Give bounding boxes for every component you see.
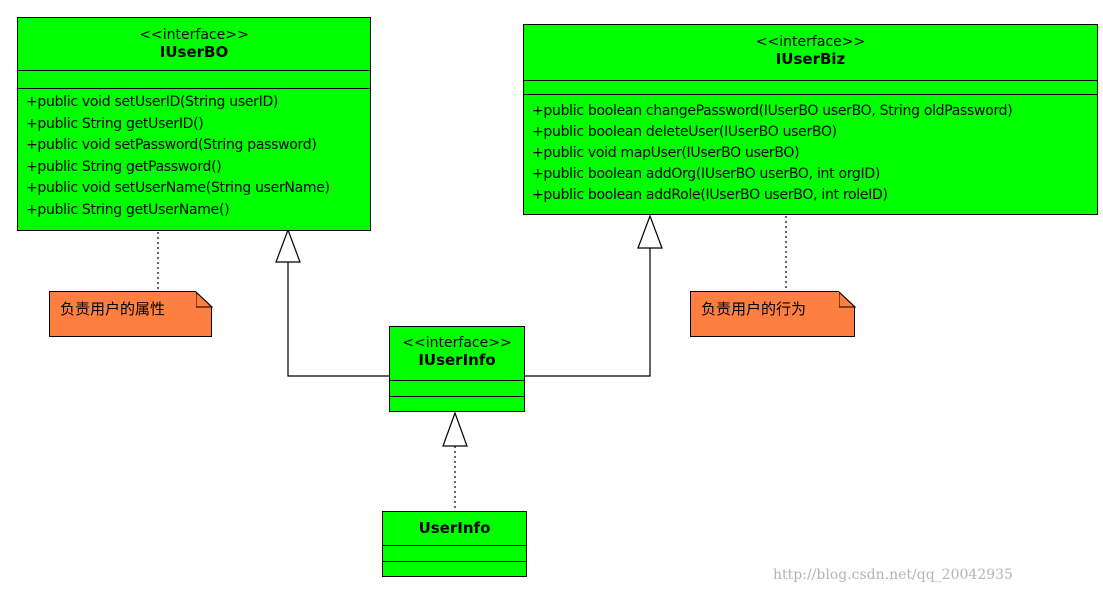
operation: +public boolean addRole(IUserBO userBO, …	[532, 187, 888, 203]
operation: +public void mapUser(IUserBO userBO)	[532, 145, 800, 161]
note-fold-corner	[196, 291, 213, 308]
operation: +public void setPassword(String password…	[26, 137, 317, 153]
class-iuserbiz[interactable]: <<interface>> IUserBiz +public boolean c…	[523, 24, 1098, 215]
operations-list: +public void setUserID(String userID) +p…	[18, 89, 370, 221]
note-attributes[interactable]: 负责用户的属性	[49, 291, 213, 337]
operation: +public boolean addOrg(IUserBO userBO, i…	[532, 166, 880, 182]
operation: +public String getUserID()	[26, 115, 204, 132]
generalization-line-iuserbiz	[525, 248, 651, 377]
watermark: http://blog.csdn.net/qq_20042935	[773, 567, 1013, 583]
class-name: IUserBiz	[775, 50, 846, 68]
operation: +public void setUserName(String userName…	[26, 180, 330, 196]
operation: +public boolean changePassword(IUserBO u…	[532, 103, 1013, 119]
note-fold-icon	[839, 291, 856, 308]
stereotype-label: <<interface>>	[755, 34, 866, 50]
stereotype-label: <<interface>>	[402, 335, 512, 351]
generalization-arrowhead-iuserbiz	[637, 214, 663, 249]
class-name: UserInfo	[418, 519, 491, 537]
class-name: IUserInfo	[418, 351, 496, 369]
operation: +public boolean deleteUser(IUserBO userB…	[532, 124, 837, 140]
note-text: 负责用户的行为	[701, 300, 807, 318]
operations-divider	[18, 88, 370, 89]
attributes-divider	[390, 380, 524, 396]
realization-arrowhead-iuserinfo	[442, 411, 468, 447]
generalization-arrowhead-iuserbo	[275, 228, 301, 263]
attributes-divider	[383, 545, 526, 561]
stereotype-label: <<interface>>	[139, 27, 249, 43]
generalization-line-iuserbo	[287, 262, 389, 377]
operations-divider	[383, 561, 526, 562]
operation: +public String getPassword()	[26, 158, 222, 175]
operations-divider	[390, 396, 524, 397]
class-iuserinfo[interactable]: <<interface>> IUserInfo	[389, 326, 525, 412]
note-behavior[interactable]: 负责用户的行为	[690, 291, 856, 337]
class-userinfo[interactable]: UserInfo	[382, 511, 527, 577]
class-iuserbo[interactable]: <<interface>> IUserBO +public void setUs…	[17, 17, 371, 231]
note-text: 负责用户的属性	[60, 300, 166, 318]
note-fold-corner	[839, 291, 856, 308]
operation: +public void setUserID(String userID)	[26, 94, 279, 110]
attributes-divider	[18, 70, 370, 88]
operations-divider	[524, 94, 1097, 95]
class-name: IUserBO	[159, 43, 229, 61]
note-fold-icon	[196, 291, 213, 308]
operations-list: +public boolean changePassword(IUserBO u…	[524, 95, 1097, 206]
operation: +public String getUserName()	[26, 201, 230, 218]
attributes-divider	[524, 80, 1097, 94]
